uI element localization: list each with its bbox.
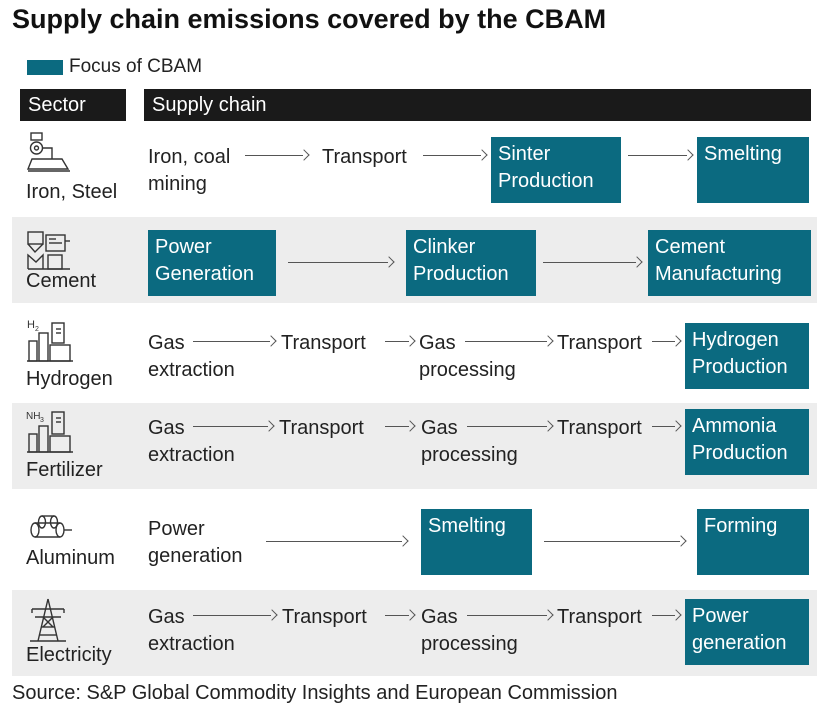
- sector-label: Cement: [26, 270, 97, 292]
- flow-arrow-icon: [193, 420, 273, 432]
- flow-arrow-icon: [628, 149, 692, 161]
- supply-chain-step: Transport: [557, 417, 642, 439]
- flow-arrow-icon: [266, 535, 407, 547]
- blast-furnace-icon: [26, 131, 72, 178]
- svg-text:2: 2: [35, 326, 39, 333]
- flow-arrow-icon: [652, 335, 680, 347]
- flow-arrow-icon: [423, 149, 486, 161]
- flow-arrow-icon: [385, 609, 414, 621]
- flow-arrow-icon: [467, 609, 552, 621]
- cement-plant-icon: [26, 229, 72, 276]
- cbam-focus-step: Forming: [697, 509, 809, 575]
- source-note: Source: S&P Global Commodity Insights an…: [12, 682, 618, 704]
- supply-chain-step: Transport: [557, 606, 642, 628]
- flow-arrow-icon: [465, 335, 552, 347]
- flow-arrow-icon: [245, 149, 308, 161]
- power-pylon-icon: [26, 597, 70, 648]
- header-supply-chain: Supply chain: [144, 89, 811, 121]
- flow-arrow-icon: [544, 535, 685, 547]
- flow-arrow-icon: [467, 420, 552, 432]
- supply-chain-step: Transport: [322, 146, 407, 168]
- supply-chain-step: Transport: [281, 332, 366, 354]
- legend-swatch: [27, 59, 63, 75]
- sector-label: Fertilizer: [26, 459, 103, 481]
- supply-chain-step: Transport: [279, 417, 364, 439]
- aluminum-ingots-icon: [26, 514, 74, 549]
- cbam-focus-step: Smelting: [421, 509, 532, 575]
- sector-row: [12, 590, 817, 676]
- flow-arrow-icon: [652, 420, 680, 432]
- flow-arrow-icon: [385, 420, 414, 432]
- flow-arrow-icon: [193, 609, 276, 621]
- flow-arrow-icon: [288, 256, 393, 268]
- legend-label: Focus of CBAM: [69, 56, 203, 77]
- sector-label: Electricity: [26, 644, 112, 666]
- svg-text:NH: NH: [26, 411, 40, 422]
- svg-text:3: 3: [40, 417, 44, 424]
- chart-title: Supply chain emissions covered by the CB…: [12, 4, 607, 34]
- sector-label: Iron, Steel: [26, 181, 118, 203]
- svg-text:H: H: [27, 319, 35, 331]
- legend: Focus of CBAM: [27, 55, 202, 79]
- sector-row: [12, 403, 817, 489]
- sector-label: Hydrogen: [26, 368, 113, 390]
- cbam-focus-step: Smelting: [697, 137, 809, 203]
- header-sector: Sector: [20, 89, 126, 121]
- flow-arrow-icon: [193, 335, 275, 347]
- flow-arrow-icon: [543, 256, 641, 268]
- flow-arrow-icon: [385, 335, 414, 347]
- sector-label: Aluminum: [26, 547, 115, 569]
- supply-chain-step: Transport: [282, 606, 367, 628]
- supply-chain-step: Transport: [557, 332, 642, 354]
- flow-arrow-icon: [652, 609, 680, 621]
